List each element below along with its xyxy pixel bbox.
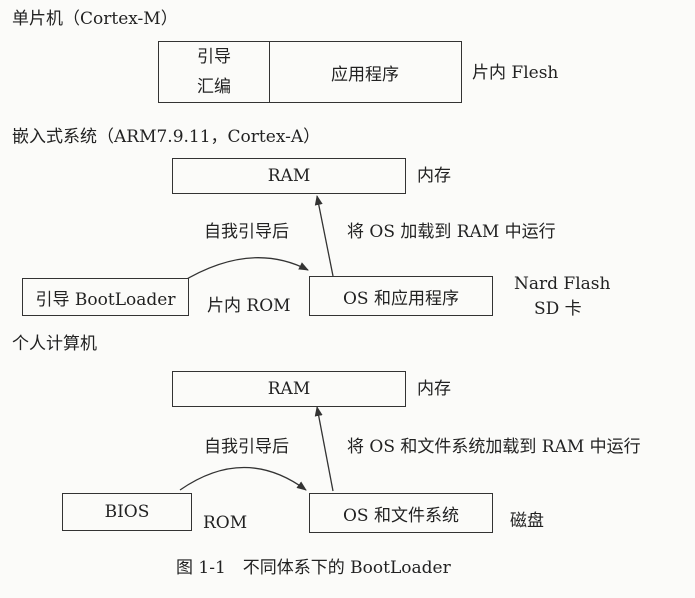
memory-label-pc: 内存 bbox=[417, 379, 451, 399]
bios-box: BIOS bbox=[62, 493, 192, 531]
section1-heading: 单片机（Cortex-M） bbox=[12, 9, 178, 29]
boot-line1: 引导 bbox=[197, 47, 231, 67]
ram-label: RAM bbox=[267, 166, 311, 186]
os-fs-box: OS 和文件系统 bbox=[309, 493, 493, 533]
memory-label: 内存 bbox=[417, 166, 451, 186]
bios-label: BIOS bbox=[104, 502, 150, 522]
section3-heading: 个人计算机 bbox=[12, 334, 97, 354]
load-os-fs-label: 将 OS 和文件系统加载到 RAM 中运行 bbox=[347, 437, 641, 457]
mcu-boot-app-box: 引导 汇编 应用程序 bbox=[158, 41, 462, 103]
ram-label-pc: RAM bbox=[267, 379, 311, 399]
self-boot-label-pc: 自我引导后 bbox=[204, 437, 289, 457]
application-label: 应用程序 bbox=[331, 64, 399, 85]
section2-heading: 嵌入式系统（ARM7.9.11，Cortex-A） bbox=[12, 127, 321, 147]
os-app-label: OS 和应用程序 bbox=[343, 288, 459, 309]
bootloader-to-os-arrow bbox=[179, 257, 309, 284]
bootloader-label: 引导 BootLoader bbox=[35, 289, 176, 310]
application-cell: 应用程序 bbox=[269, 42, 461, 102]
self-boot-label: 自我引导后 bbox=[204, 222, 289, 242]
ram-box-embedded: RAM bbox=[172, 158, 406, 194]
os-app-box: OS 和应用程序 bbox=[309, 276, 493, 316]
sd-card-label: SD 卡 bbox=[534, 299, 582, 319]
figure-caption: 图 1-1 不同体系下的 BootLoader bbox=[176, 558, 451, 578]
os-fs-to-ram-arrow bbox=[314, 406, 334, 492]
boot-line2: 汇编 bbox=[197, 77, 231, 97]
load-os-label: 将 OS 加载到 RAM 中运行 bbox=[347, 222, 556, 242]
ram-box-pc: RAM bbox=[172, 371, 406, 407]
os-fs-label: OS 和文件系统 bbox=[343, 505, 459, 526]
boot-app-divider bbox=[269, 42, 270, 102]
onchip-rom-label: 片内 ROM bbox=[207, 296, 291, 316]
disk-label: 磁盘 bbox=[510, 511, 544, 531]
os-to-ram-arrow bbox=[314, 195, 334, 277]
bios-to-os-arrow bbox=[179, 466, 307, 491]
rom-label-pc: ROM bbox=[203, 513, 248, 533]
onchip-flash-label: 片内 Flesh bbox=[472, 63, 559, 83]
boot-assembly-cell: 引导 汇编 bbox=[159, 42, 269, 102]
bootloader-box: 引导 BootLoader bbox=[22, 278, 189, 316]
nand-flash-label: Nard Flash bbox=[514, 274, 611, 294]
